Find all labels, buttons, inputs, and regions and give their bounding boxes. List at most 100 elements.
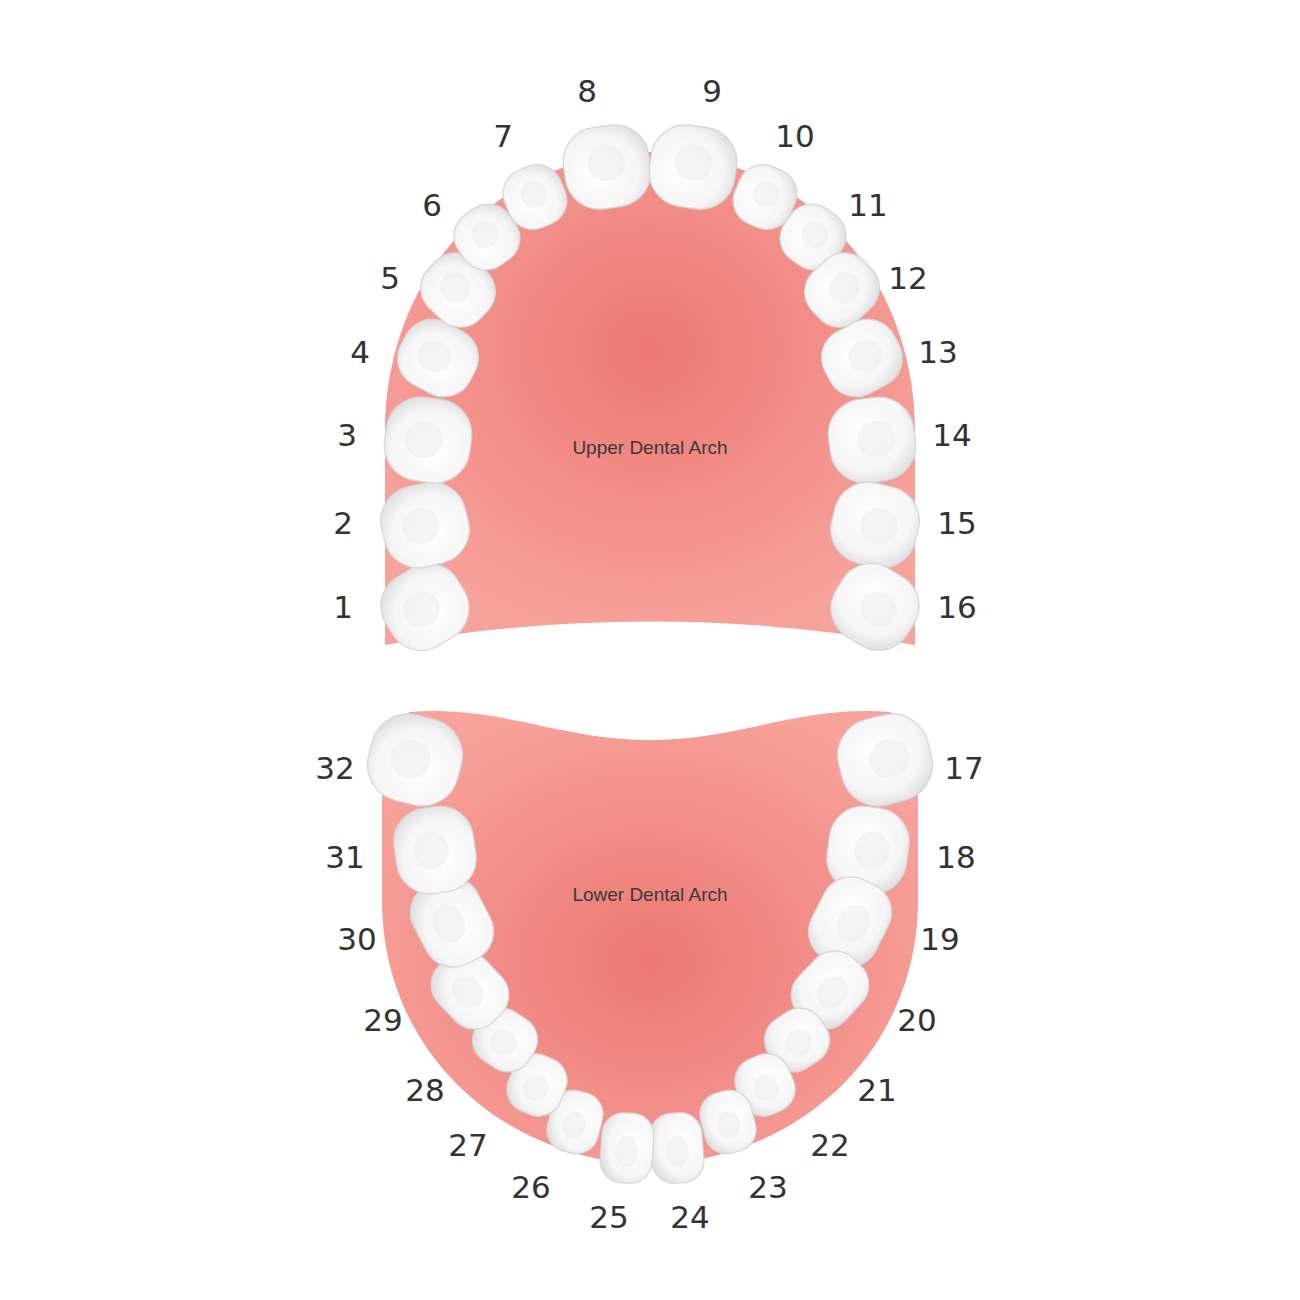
tooth-number: 20 xyxy=(897,1002,936,1038)
tooth-crown xyxy=(380,393,476,488)
tooth-crown xyxy=(368,551,481,663)
tooth xyxy=(824,393,920,488)
tooth xyxy=(599,1111,656,1184)
tooth-groove xyxy=(852,829,892,871)
tooth xyxy=(645,120,742,213)
tooth-number: 3 xyxy=(337,417,357,453)
tooth-groove xyxy=(855,419,897,461)
tooth-groove xyxy=(750,1071,783,1105)
tooth xyxy=(823,475,926,575)
tooth-number: 24 xyxy=(670,1199,709,1235)
tooth-crown xyxy=(559,120,656,213)
tooth xyxy=(373,475,476,575)
gum-shape xyxy=(385,152,915,645)
tooth-number: 13 xyxy=(918,334,957,370)
tooth-number: 11 xyxy=(848,187,887,223)
tooth-number: 19 xyxy=(920,921,959,957)
tooth-groove xyxy=(585,142,628,183)
tooth-crown xyxy=(389,802,480,898)
tooth xyxy=(495,157,574,237)
gum-shape xyxy=(382,711,918,1165)
tooth-number: 21 xyxy=(857,1072,896,1108)
tooth-number: 31 xyxy=(325,839,364,875)
tooth-groove xyxy=(426,899,472,948)
arch-label: Lower Dental Arch xyxy=(572,884,727,906)
tooth xyxy=(380,393,476,488)
tooth-number: 25 xyxy=(589,1199,628,1235)
tooth-groove xyxy=(796,215,834,253)
tooth-groove xyxy=(396,585,446,634)
arch-illustration xyxy=(385,145,915,650)
arch-illustration xyxy=(380,700,920,1170)
tooth-crown xyxy=(648,1111,706,1185)
tooth-crown xyxy=(360,706,471,814)
tooth-number: 18 xyxy=(936,839,975,875)
tooth-groove xyxy=(823,266,866,309)
tooth-groove xyxy=(749,176,784,211)
tooth xyxy=(818,551,931,663)
tooth-groove xyxy=(446,970,490,1014)
tooth-number: 29 xyxy=(363,1002,402,1038)
tooth-groove xyxy=(854,585,904,634)
tooth-crown xyxy=(818,551,931,663)
tooth xyxy=(811,309,913,407)
tooth-number: 9 xyxy=(702,73,722,109)
tooth-crown xyxy=(830,706,941,814)
tooth-groove xyxy=(714,1109,743,1141)
tooth-groove xyxy=(665,1135,690,1168)
tooth-groove xyxy=(843,335,888,378)
dental-arch: Lower Dental Arch xyxy=(380,700,920,1170)
tooth xyxy=(360,706,471,814)
tooth-groove xyxy=(485,1024,522,1060)
tooth-number: 7 xyxy=(493,118,513,154)
tooth-groove xyxy=(386,735,435,783)
tooth-groove xyxy=(865,735,914,783)
tooth-number: 28 xyxy=(405,1072,444,1108)
tooth-crown xyxy=(824,393,920,488)
tooth-groove xyxy=(403,419,445,461)
tooth-number: 1 xyxy=(333,589,353,625)
arch-label: Upper Dental Arch xyxy=(572,437,727,459)
tooth-number: 10 xyxy=(775,118,814,154)
tooth-groove xyxy=(810,970,854,1014)
tooth-groove xyxy=(560,1109,589,1141)
tooth xyxy=(830,706,941,814)
tooth-number: 22 xyxy=(810,1127,849,1163)
tooth-number: 8 xyxy=(577,73,597,109)
tooth-crown xyxy=(811,309,913,407)
tooth-number: 5 xyxy=(380,260,400,296)
tooth-number: 16 xyxy=(937,589,976,625)
tooth-groove xyxy=(857,504,902,548)
tooth xyxy=(559,120,656,213)
dental-arch: Upper Dental Arch xyxy=(385,145,915,650)
tooth-groove xyxy=(519,1071,552,1105)
tooth xyxy=(389,802,480,898)
tooth-crown xyxy=(823,475,926,575)
tooth-number: 26 xyxy=(511,1169,550,1205)
tooth-number: 14 xyxy=(932,417,971,453)
tooth-number: 23 xyxy=(748,1169,787,1205)
tooth-crown xyxy=(599,1111,656,1184)
tooth-groove xyxy=(614,1135,639,1167)
tooth-number: 6 xyxy=(422,187,442,223)
tooth-groove xyxy=(466,215,504,253)
tooth-groove xyxy=(398,504,443,548)
tooth-crown xyxy=(495,157,574,237)
tooth-number: 15 xyxy=(937,505,976,541)
tooth xyxy=(695,1085,761,1158)
tooth xyxy=(648,1111,706,1185)
tooth-number: 17 xyxy=(944,750,983,786)
tooth-groove xyxy=(434,266,477,309)
tooth-groove xyxy=(411,829,451,871)
tooth-crown xyxy=(645,120,742,213)
tooth-number: 12 xyxy=(888,260,927,296)
tooth-number: 30 xyxy=(337,921,376,957)
tooth-crown xyxy=(695,1085,761,1158)
tooth xyxy=(368,551,481,663)
tooth-groove xyxy=(412,335,457,378)
tooth-groove xyxy=(516,176,551,211)
tooth-number: 2 xyxy=(333,505,353,541)
tooth-number: 4 xyxy=(350,334,370,370)
tooth-groove xyxy=(672,142,715,183)
tooth-groove xyxy=(780,1024,817,1060)
